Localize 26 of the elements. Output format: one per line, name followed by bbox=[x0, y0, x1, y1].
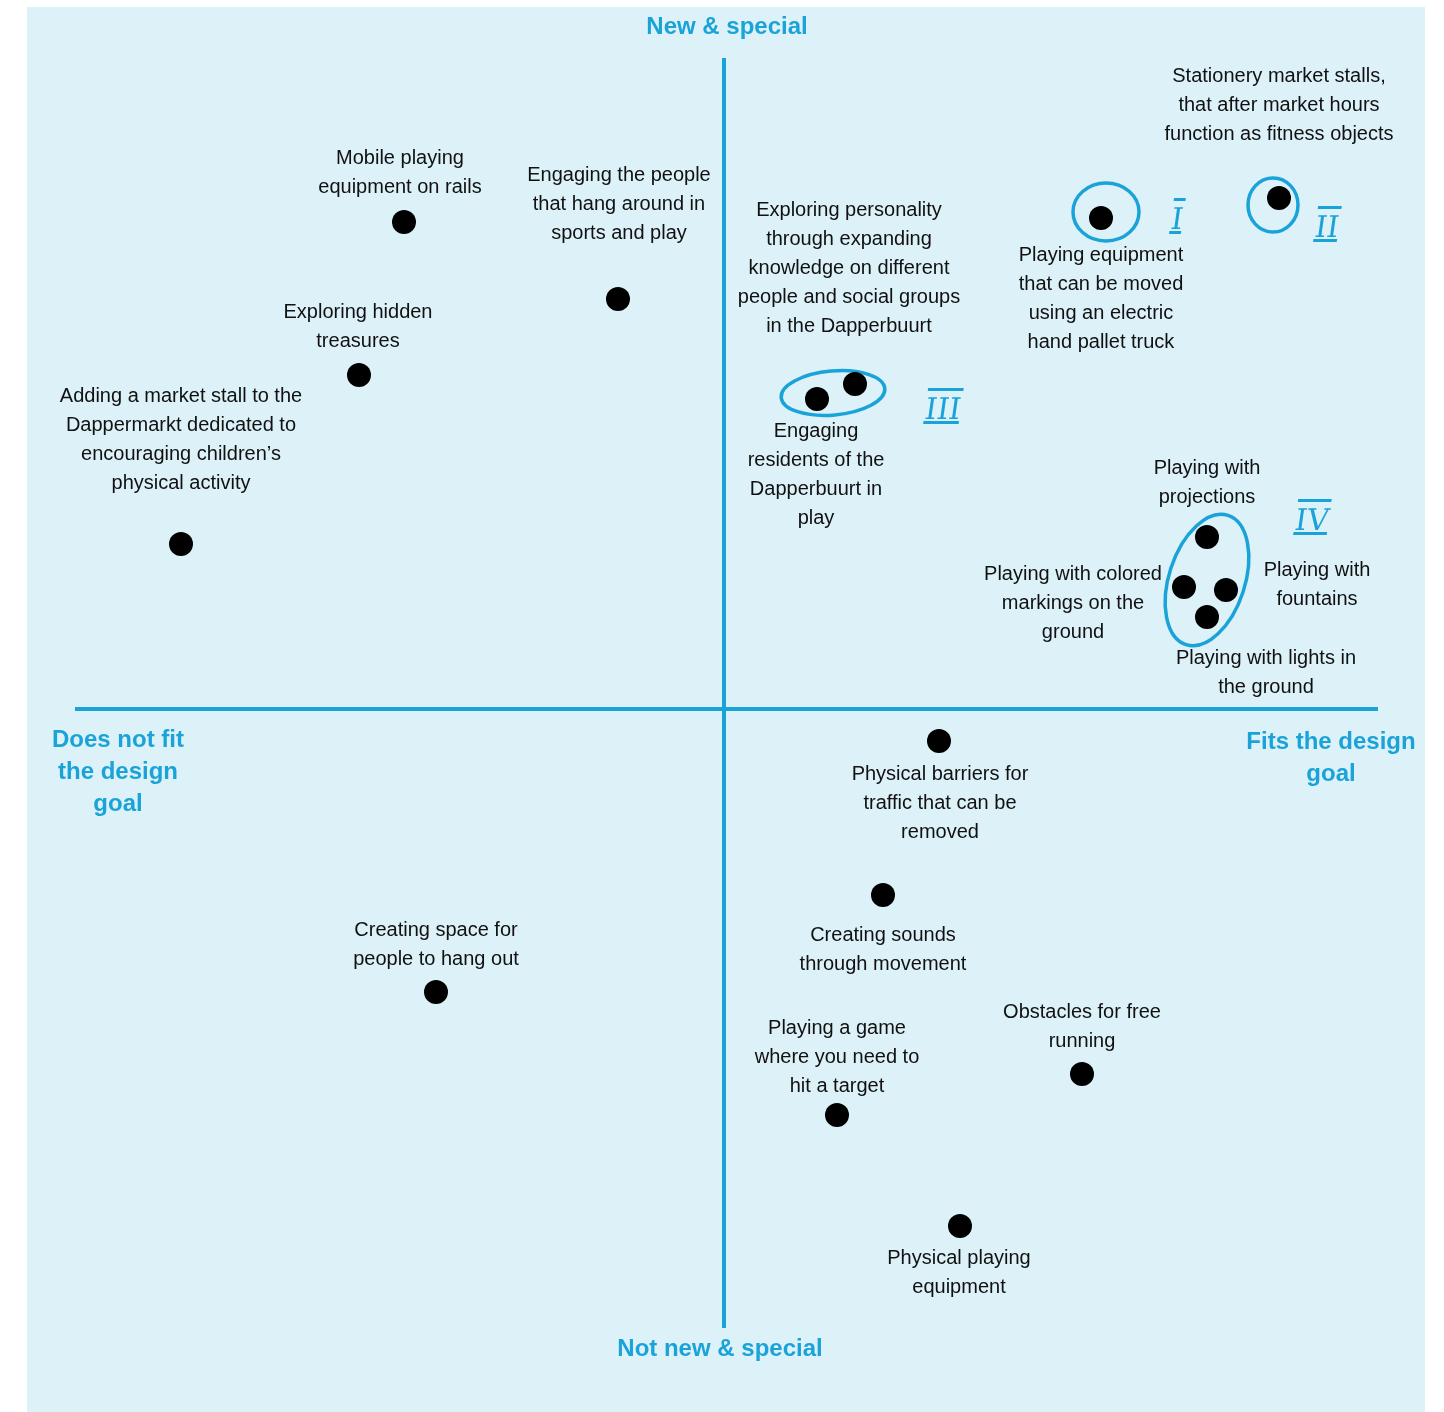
axis-label: Fits the design goal bbox=[1245, 726, 1417, 788]
axis-label: Not new & special bbox=[616, 1333, 824, 1363]
idea-label: Exploring personality through expanding knowledge on different people and social groups in the Dapperbuurt bbox=[734, 195, 964, 340]
idea-label: Engaging residents of the Dapperbuurt in play bbox=[731, 416, 901, 532]
idea-label: Adding a market stall to the Dappermarkt dedicated to encouraging children’s physical activity bbox=[56, 381, 306, 497]
idea-label: Physical barriers for traffic that can be removed bbox=[840, 759, 1040, 846]
idea-label: Exploring hidden treasures bbox=[258, 297, 458, 355]
group-numeral: III bbox=[922, 392, 964, 426]
idea-label: Mobile playing equipment on rails bbox=[290, 143, 510, 201]
idea-label: Playing with projections bbox=[1132, 453, 1282, 511]
group-numeral: I bbox=[1168, 202, 1186, 236]
group-numeral: IV bbox=[1292, 503, 1332, 537]
group-numeral: II bbox=[1312, 210, 1342, 244]
idea-label: Engaging the people that hang around in sports and play bbox=[524, 160, 714, 247]
idea-label: Playing with colored markings on the ground bbox=[983, 559, 1163, 646]
axis-label: New & special bbox=[645, 11, 809, 41]
idea-label: Playing a game where you need to hit a target bbox=[749, 1013, 925, 1100]
idea-label: Physical playing equipment bbox=[864, 1243, 1054, 1301]
idea-label: Playing equipment that can be moved using an electric hand pallet truck bbox=[1006, 240, 1196, 356]
idea-label: Playing with fountains bbox=[1247, 555, 1387, 613]
axis-label: Does not fit the design goal bbox=[51, 724, 185, 818]
idea-label: Creating sounds through movement bbox=[783, 920, 983, 978]
idea-label: Playing with lights in the ground bbox=[1161, 643, 1371, 701]
idea-label: Obstacles for free running bbox=[982, 997, 1182, 1055]
idea-label: Creating space for people to hang out bbox=[331, 915, 541, 973]
idea-label: Stationery market stalls, that after market hours function as fitness objects bbox=[1159, 61, 1399, 148]
